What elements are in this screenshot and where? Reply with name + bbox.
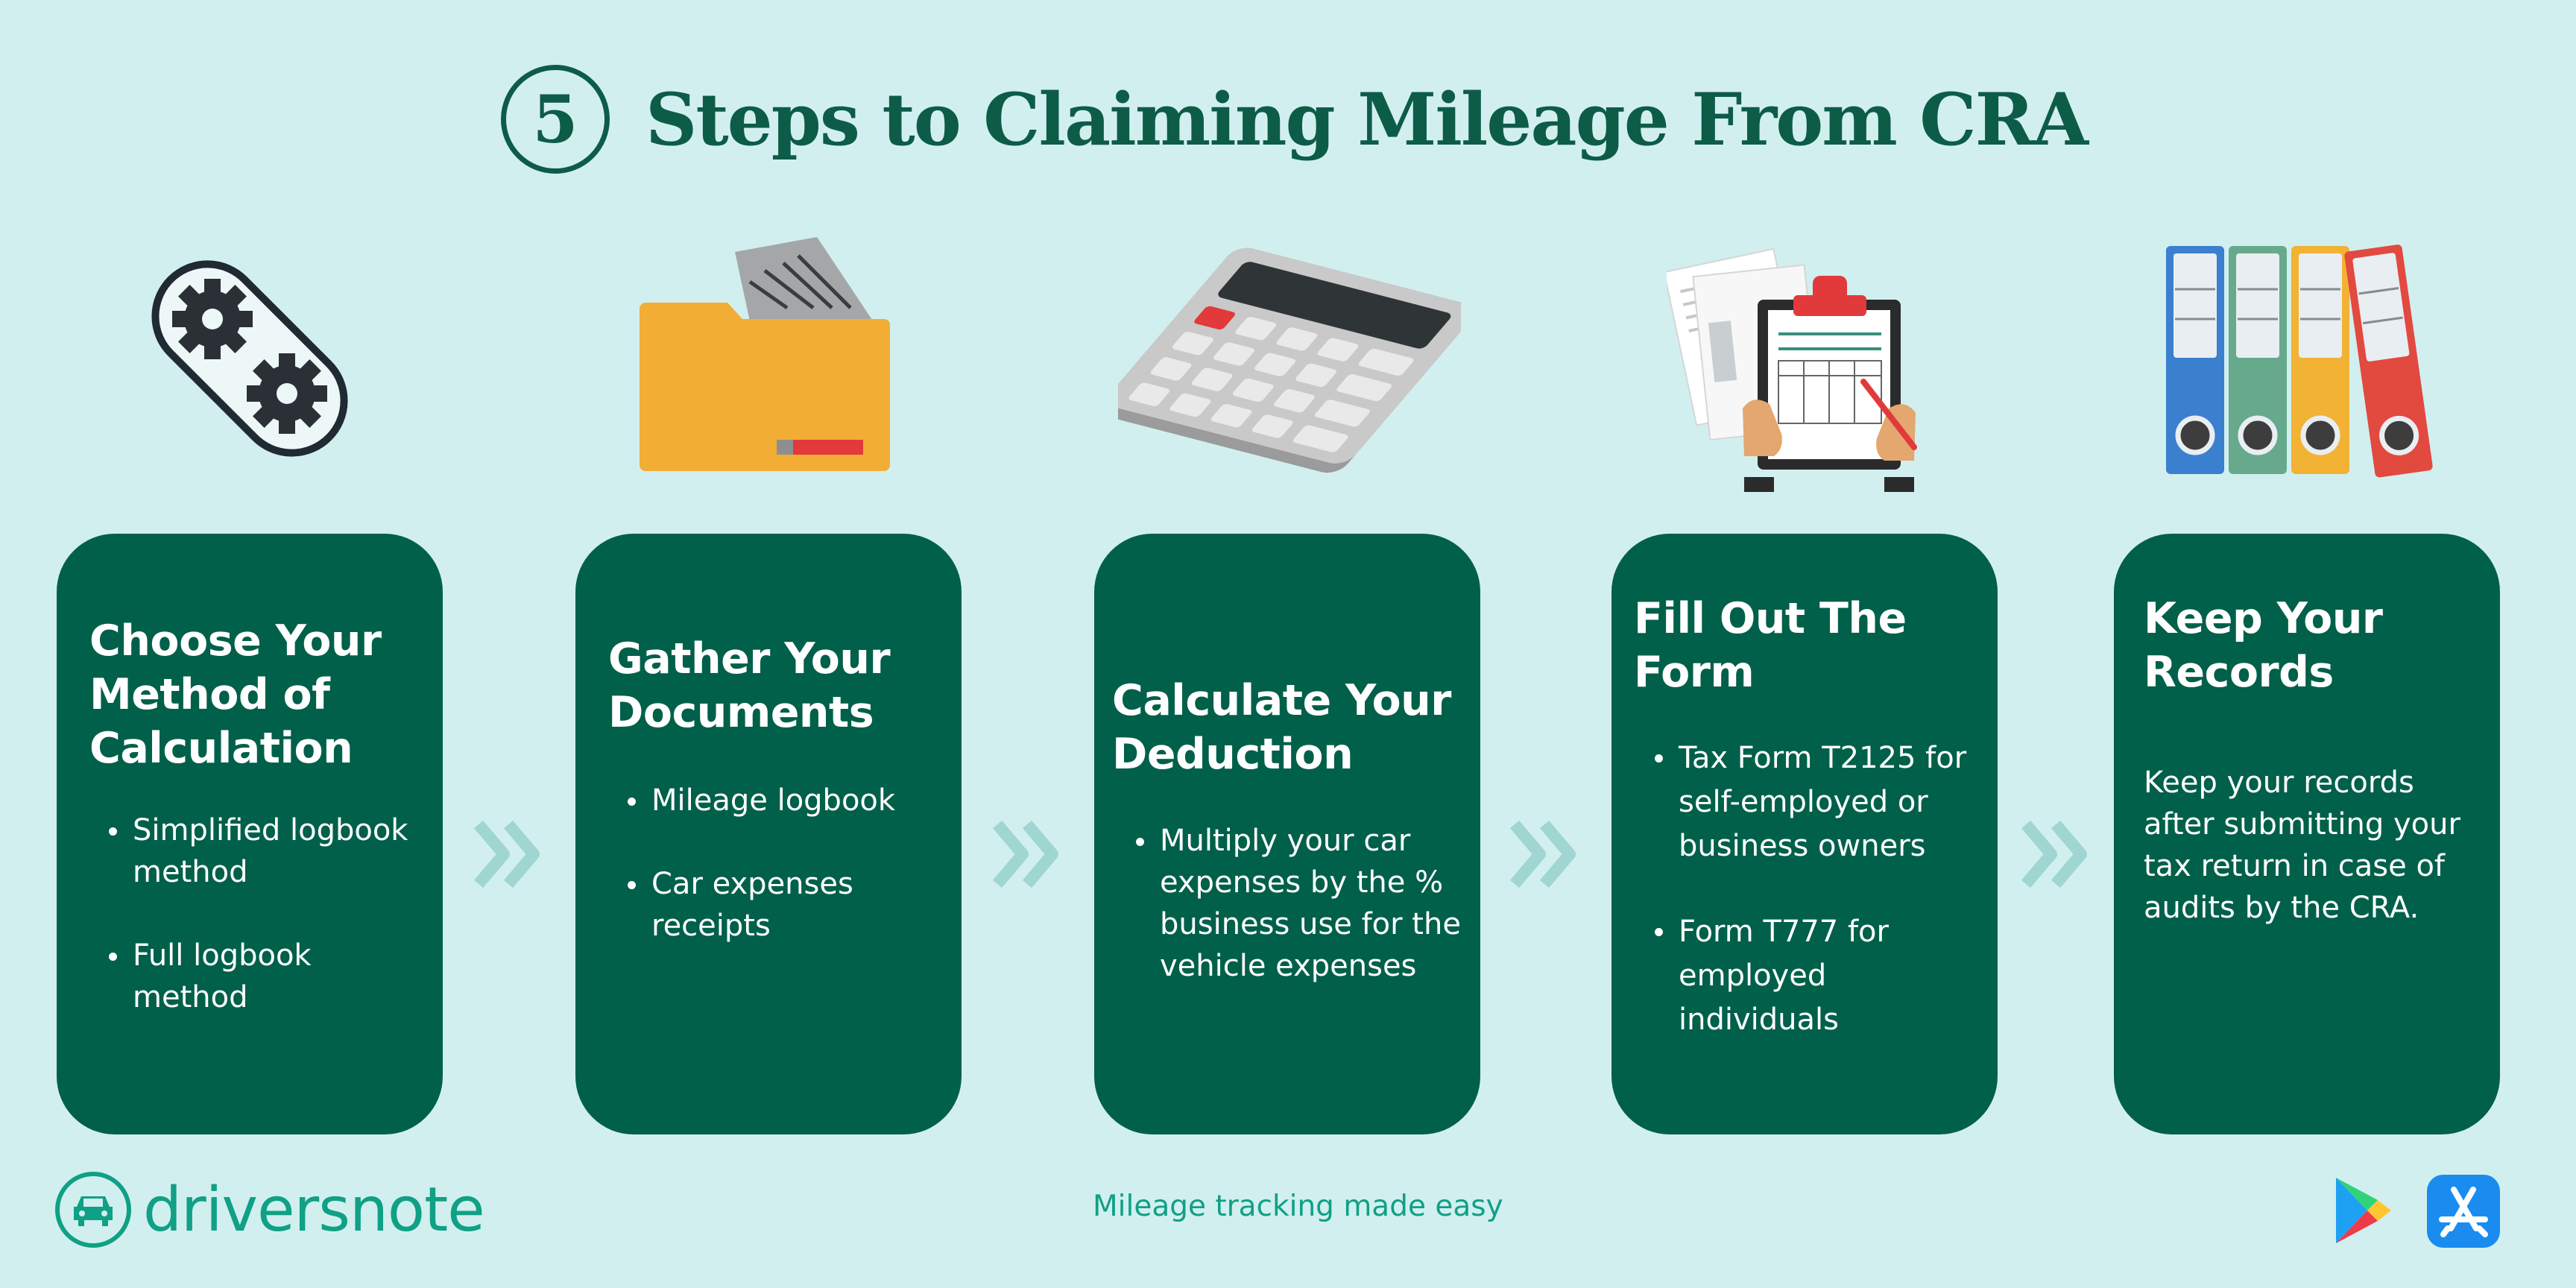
step-count-badge: 5: [501, 65, 610, 174]
step-title: Calculate Your Deduction: [1112, 676, 1451, 779]
step-bullets: Simplified logbook method Full logbook m…: [109, 809, 425, 1060]
page-title: Steps to Claiming Mileage From CRA: [645, 77, 2089, 162]
step-title: Keep Your Records: [2144, 594, 2383, 697]
step-card-fill-form: Fill Out The Form Tax Form T2125 for sel…: [1611, 534, 1998, 1134]
folder-icon: [640, 237, 890, 471]
list-item: Multiply your car expenses by the % busi…: [1136, 820, 1467, 987]
step-bullets: Mileage logbook Car expenses receipts: [628, 780, 944, 988]
clipboard-form-icon: [1667, 247, 1917, 492]
chevron-right-icon: [1510, 820, 1576, 888]
gears-icon: [151, 260, 348, 457]
brand-logo[interactable]: driversnote: [55, 1172, 485, 1248]
list-item: Tax Form T2125 for self-employed or busi…: [1655, 736, 1983, 868]
list-item: Form T777 for employed individuals: [1655, 910, 1983, 1042]
app-store-icon[interactable]: [2427, 1175, 2500, 1248]
step-count: 5: [532, 80, 578, 158]
step-bullets: Multiply your car expenses by the % busi…: [1136, 820, 1467, 1029]
list-item: Mileage logbook: [628, 780, 944, 821]
brand-name: driversnote: [143, 1174, 485, 1246]
chevron-right-icon: [474, 820, 540, 888]
list-item: Car expenses receipts: [628, 863, 944, 947]
step-card-choose-method: Choose Your Method of Calculation Simpli…: [57, 534, 443, 1134]
binders-icon: [2166, 244, 2433, 478]
car-icon: [55, 1172, 131, 1248]
tagline: Mileage tracking made easy: [1093, 1190, 1503, 1223]
chevron-right-icon: [993, 820, 1058, 888]
list-item: Simplified logbook method: [109, 809, 425, 893]
step-title: Gather Your Documents: [608, 634, 891, 737]
step-bullets: Tax Form T2125 for self-employed or busi…: [1655, 736, 1983, 1084]
step-card-gather-documents: Gather Your Documents Mileage logbook Ca…: [575, 534, 962, 1134]
step-title: Choose Your Method of Calculation: [89, 616, 382, 773]
step-card-calculate-deduction: Calculate Your Deduction Multiply your c…: [1094, 534, 1480, 1134]
chevron-right-icon: [2021, 820, 2087, 888]
list-item: Full logbook method: [109, 935, 425, 1018]
step-title: Fill Out The Form: [1634, 594, 1907, 697]
header: 5 Steps to Claiming Mileage From CRA: [501, 65, 2089, 174]
google-play-icon[interactable]: [2333, 1175, 2394, 1246]
calculator-icon: [1118, 247, 1461, 473]
step-card-keep-records: Keep Your Records Keep your records afte…: [2114, 534, 2500, 1134]
step-description: Keep your records after submitting your …: [2144, 765, 2460, 925]
